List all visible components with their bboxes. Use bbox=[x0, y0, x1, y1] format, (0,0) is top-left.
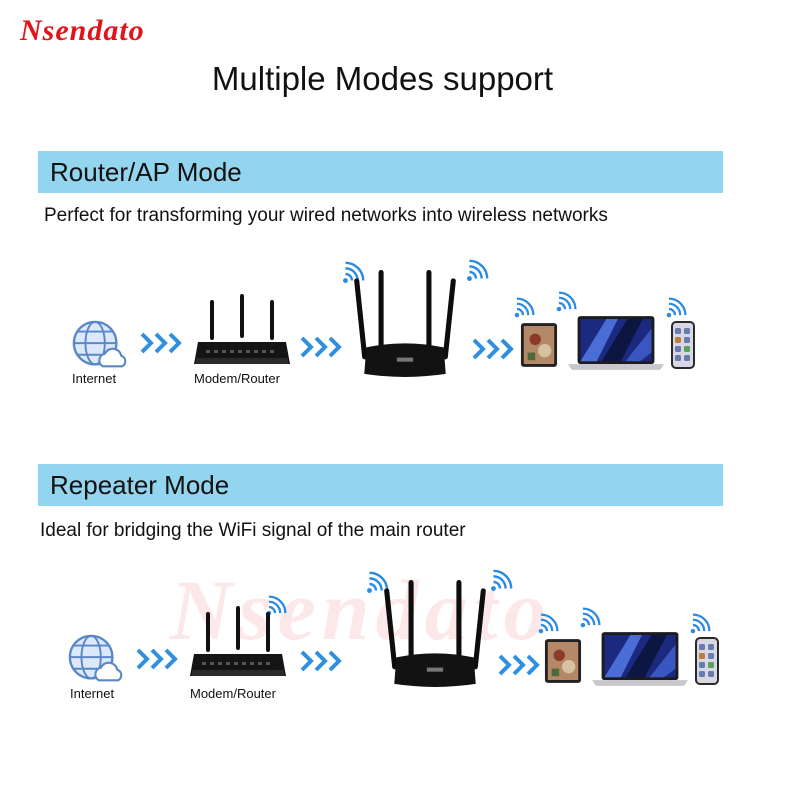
brand-logo: Nsendato bbox=[20, 14, 145, 47]
section-heading-router-ap: Router/AP Mode bbox=[38, 151, 723, 193]
section-heading-label: Router/AP Mode bbox=[50, 157, 242, 187]
router-icon bbox=[376, 578, 494, 690]
laptop-icon bbox=[592, 630, 688, 688]
router-icon bbox=[346, 268, 464, 380]
wifi-icon bbox=[462, 258, 490, 286]
arrows-icon bbox=[136, 648, 180, 670]
wifi-icon bbox=[576, 606, 602, 632]
modem-router-icon bbox=[192, 292, 292, 372]
modem-router-icon bbox=[188, 604, 288, 684]
arrows-icon bbox=[140, 332, 184, 354]
tablet-icon bbox=[520, 322, 558, 368]
arrows-icon bbox=[472, 338, 516, 360]
wifi-icon bbox=[552, 290, 578, 316]
wifi-icon bbox=[662, 296, 688, 322]
internet-label: Internet bbox=[70, 686, 115, 701]
arrows-icon bbox=[300, 650, 344, 672]
wifi-icon bbox=[534, 612, 560, 638]
tablet-icon bbox=[544, 638, 582, 684]
arrows-icon bbox=[300, 336, 344, 358]
page-title: Multiple Modes support bbox=[211, 60, 554, 97]
phone-icon bbox=[670, 320, 696, 370]
laptop-icon bbox=[568, 314, 664, 372]
globe-cloud-icon bbox=[66, 632, 124, 690]
wifi-icon bbox=[686, 612, 712, 638]
section-heading-repeater: Repeater Mode bbox=[38, 464, 723, 506]
modem-router-label: Modem/Router bbox=[190, 686, 276, 701]
section-heading-label: Repeater Mode bbox=[50, 470, 230, 500]
arrows-icon bbox=[498, 654, 542, 676]
wifi-icon bbox=[510, 296, 536, 322]
phone-icon bbox=[694, 636, 720, 686]
internet-label: Internet bbox=[72, 371, 117, 386]
modem-router-label: Modem/Router bbox=[194, 371, 280, 386]
section-description: Perfect for transforming your wired netw… bbox=[44, 205, 608, 226]
section-description: Ideal for bridging the WiFi signal of th… bbox=[40, 520, 466, 541]
globe-cloud-icon bbox=[70, 318, 128, 376]
